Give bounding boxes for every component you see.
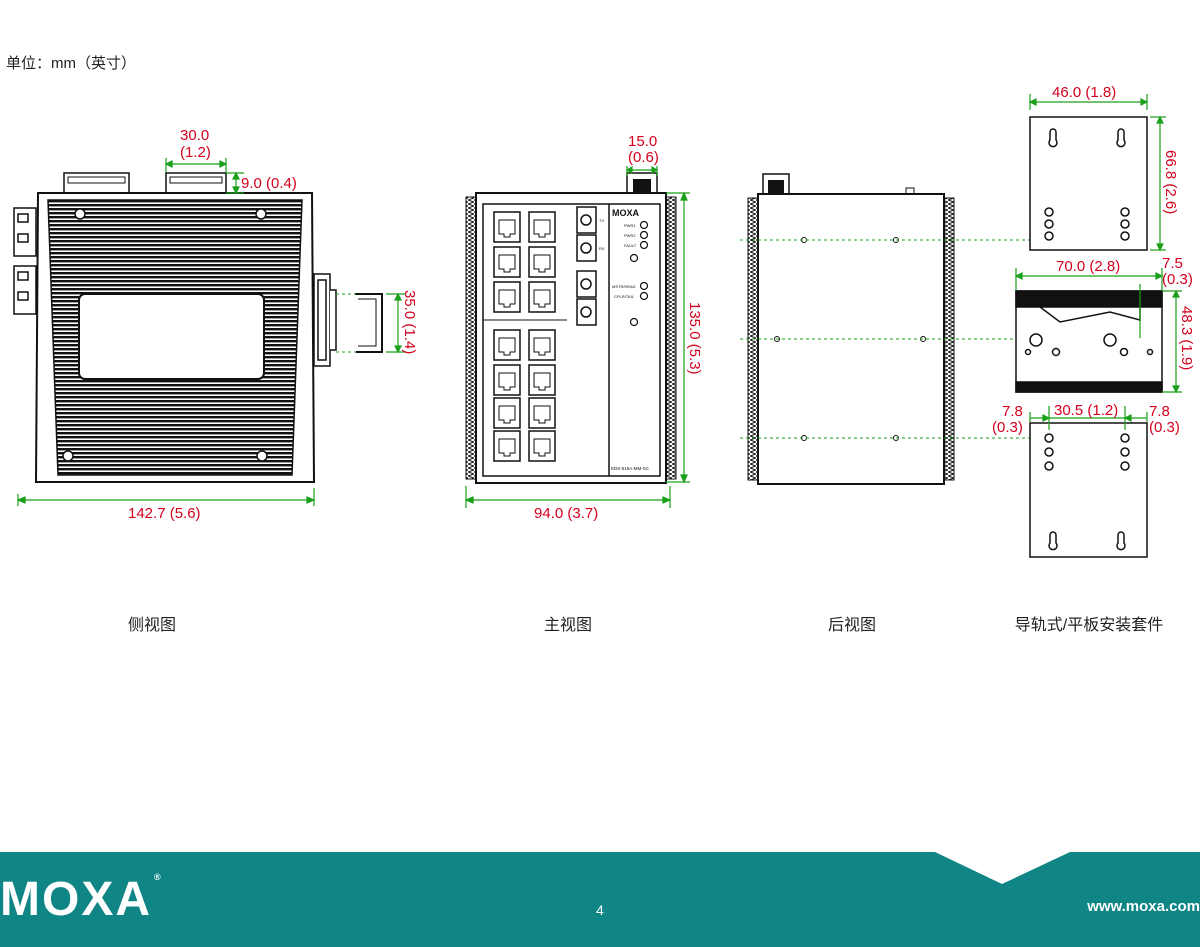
led-pwr2: PWR2 bbox=[624, 233, 636, 238]
model-label: EDS-516A-MM-SC bbox=[611, 466, 650, 471]
dim-hole-left-inch: (0.3) bbox=[992, 419, 1023, 436]
front-right-ridge bbox=[665, 196, 677, 480]
alignment-guides bbox=[740, 239, 1030, 439]
rj45-jack bbox=[533, 405, 551, 424]
rj45-jack bbox=[498, 219, 516, 238]
rj45-jack bbox=[498, 254, 516, 273]
dim-side-width: 142.7 (5.6) bbox=[128, 505, 201, 522]
label-area bbox=[78, 293, 265, 380]
dim-front-sfp: 15.0 bbox=[628, 133, 657, 150]
screw bbox=[74, 208, 86, 220]
rj45-port-grid bbox=[493, 211, 556, 462]
front-dimension-lines bbox=[464, 165, 690, 508]
rj45-jack bbox=[498, 438, 516, 457]
rj45-jack bbox=[498, 372, 516, 391]
led-master: MSTR/HEAD bbox=[612, 284, 636, 289]
kit-dimension-lines bbox=[1014, 94, 1182, 430]
dim-hole-right: 7.8 bbox=[1149, 403, 1170, 420]
side-view bbox=[13, 172, 383, 483]
panel-mount-plate-top bbox=[1029, 116, 1148, 251]
website-link[interactable]: www.moxa.com bbox=[1087, 898, 1200, 915]
dim-side-connector-width: 30.0 bbox=[180, 127, 209, 144]
dim-side-connector-width-inch: (1.2) bbox=[180, 144, 211, 161]
dim-plate-height: 66.8 (2.6) bbox=[1162, 150, 1179, 214]
dim-din-width: 70.0 (2.8) bbox=[1056, 258, 1120, 275]
rx-label: RX bbox=[599, 246, 605, 251]
footer-notch bbox=[935, 852, 1070, 884]
rj45-port bbox=[493, 211, 521, 243]
dim-front-width: 94.0 (3.7) bbox=[534, 505, 598, 522]
rj45-jack bbox=[498, 337, 516, 356]
rj45-jack bbox=[498, 405, 516, 424]
rj45-jack bbox=[533, 438, 551, 457]
led-pwr1: PWR1 bbox=[624, 223, 636, 228]
din-rail-clip bbox=[313, 273, 337, 367]
dimension-drawing: 142.7 (5.6) 30.0 (1.2) 9.0 (0.4) 35.0 (1… bbox=[13, 84, 1195, 558]
dim-hole-span: 30.5 (1.2) bbox=[1054, 402, 1118, 419]
dim-din-offset-inch: (0.3) bbox=[1162, 271, 1193, 288]
front-left-ridge bbox=[465, 196, 477, 480]
status-leds bbox=[629, 220, 649, 327]
fiber-sc-ports bbox=[576, 206, 597, 326]
screw bbox=[256, 450, 268, 462]
din-rail-profile bbox=[355, 293, 383, 353]
dim-hole-right-inch: (0.3) bbox=[1149, 419, 1180, 436]
caption-rear-view: 后视图 bbox=[827, 617, 876, 634]
din-rail-bracket bbox=[1015, 290, 1163, 393]
caption-side-view: 侧视图 bbox=[127, 617, 176, 634]
units-label: 单位：mm（英寸） bbox=[6, 55, 136, 72]
caption-din-kit: 导轨式/平板安装套件 bbox=[1014, 617, 1164, 634]
dim-din-offset: 7.5 bbox=[1162, 255, 1183, 272]
dim-hole-left: 7.8 bbox=[1002, 403, 1023, 420]
page-number: 4 bbox=[596, 902, 604, 918]
side-sc-ports bbox=[13, 207, 37, 315]
front-brand: MOXA bbox=[612, 208, 640, 218]
dim-din-height: 48.3 (1.9) bbox=[1178, 306, 1195, 370]
caption-front-view: 主视图 bbox=[543, 617, 592, 634]
dim-plate-width: 46.0 (1.8) bbox=[1052, 84, 1116, 101]
rj45-jack bbox=[533, 289, 551, 308]
led-coupler: CPLR/TAIL bbox=[614, 294, 635, 299]
dim-front-sfp-inch: (0.6) bbox=[628, 149, 659, 166]
tx-label: TX bbox=[599, 218, 604, 223]
screw bbox=[255, 208, 267, 220]
led-fault: FAULT bbox=[624, 243, 637, 248]
rj45-jack bbox=[498, 289, 516, 308]
rj45-jack bbox=[533, 372, 551, 391]
front-view: MOXA PWR1 PWR2 FAULT MSTR/HEAD CPLR/TAIL… bbox=[465, 172, 677, 484]
dim-front-height: 135.0 (5.3) bbox=[686, 302, 703, 375]
side-dimension-lines bbox=[16, 158, 406, 506]
rj45-jack bbox=[533, 254, 551, 273]
rj45-jack bbox=[533, 219, 551, 238]
rj45-port bbox=[528, 329, 556, 361]
dim-side-connector-height: 9.0 (0.4) bbox=[241, 175, 297, 192]
panel-mount-plate-bottom bbox=[1029, 422, 1148, 558]
dim-side-din: 35.0 (1.4) bbox=[401, 290, 418, 354]
footer-bar bbox=[0, 852, 1200, 947]
rj45-jack bbox=[533, 337, 551, 356]
moxa-logo[interactable]: MOXA® bbox=[0, 872, 163, 926]
screw bbox=[62, 450, 74, 462]
